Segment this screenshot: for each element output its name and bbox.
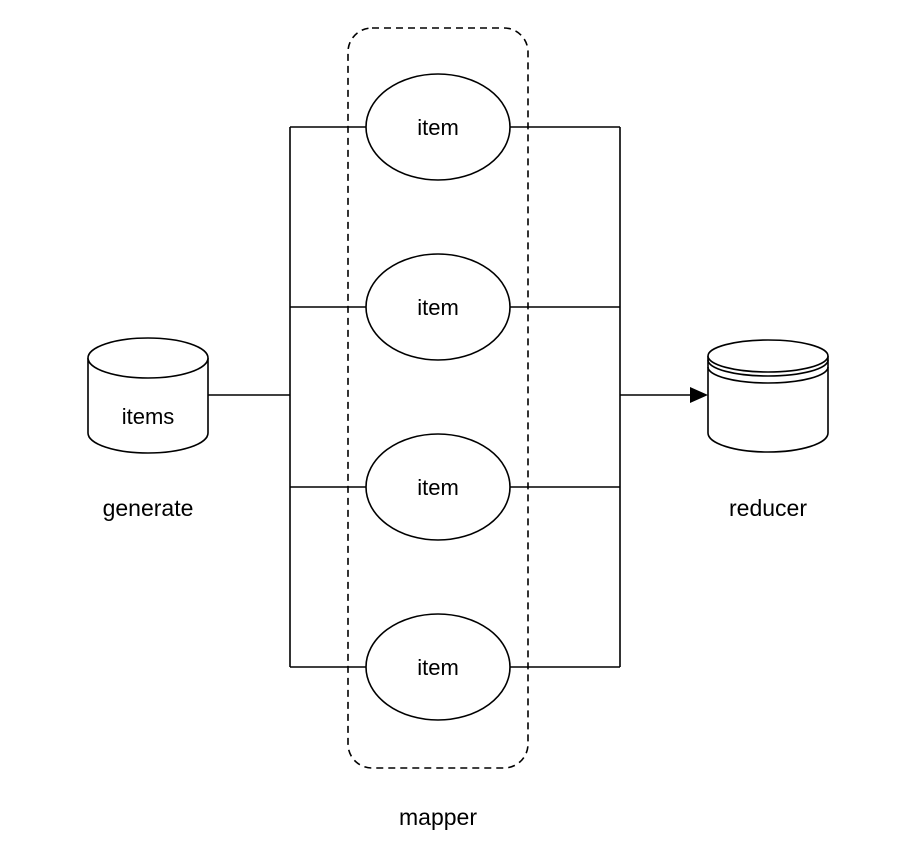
item-node-1: item	[365, 73, 511, 181]
item-ellipse	[365, 433, 511, 541]
sink-caption: reducer	[729, 495, 807, 521]
item-label: item	[417, 115, 459, 140]
arrowhead-icon	[690, 387, 708, 403]
item-node-2: item	[365, 253, 511, 361]
item-ellipse	[365, 253, 511, 361]
source-datastore-cylinder: items	[87, 337, 209, 454]
item-node-3: item	[365, 433, 511, 541]
item-ellipse	[365, 613, 511, 721]
source-label: items	[122, 404, 175, 429]
source-caption: generate	[103, 495, 194, 521]
cylinder-top	[87, 337, 209, 379]
item-label: item	[417, 475, 459, 500]
cylinder-body	[707, 356, 829, 453]
item-ellipse	[365, 73, 511, 181]
disk-separator-line-1	[707, 359, 829, 377]
cylinder-body	[87, 358, 209, 454]
edges	[208, 126, 708, 668]
mapper-container-box	[347, 27, 529, 769]
item-label: item	[417, 655, 459, 680]
mapper-caption: mapper	[399, 804, 477, 830]
item-label: item	[417, 295, 459, 320]
cylinder-top	[707, 339, 829, 373]
sink-datastore-cylinder	[707, 339, 829, 453]
disk-separator-line-2	[707, 366, 829, 384]
item-node-4: item	[365, 613, 511, 721]
